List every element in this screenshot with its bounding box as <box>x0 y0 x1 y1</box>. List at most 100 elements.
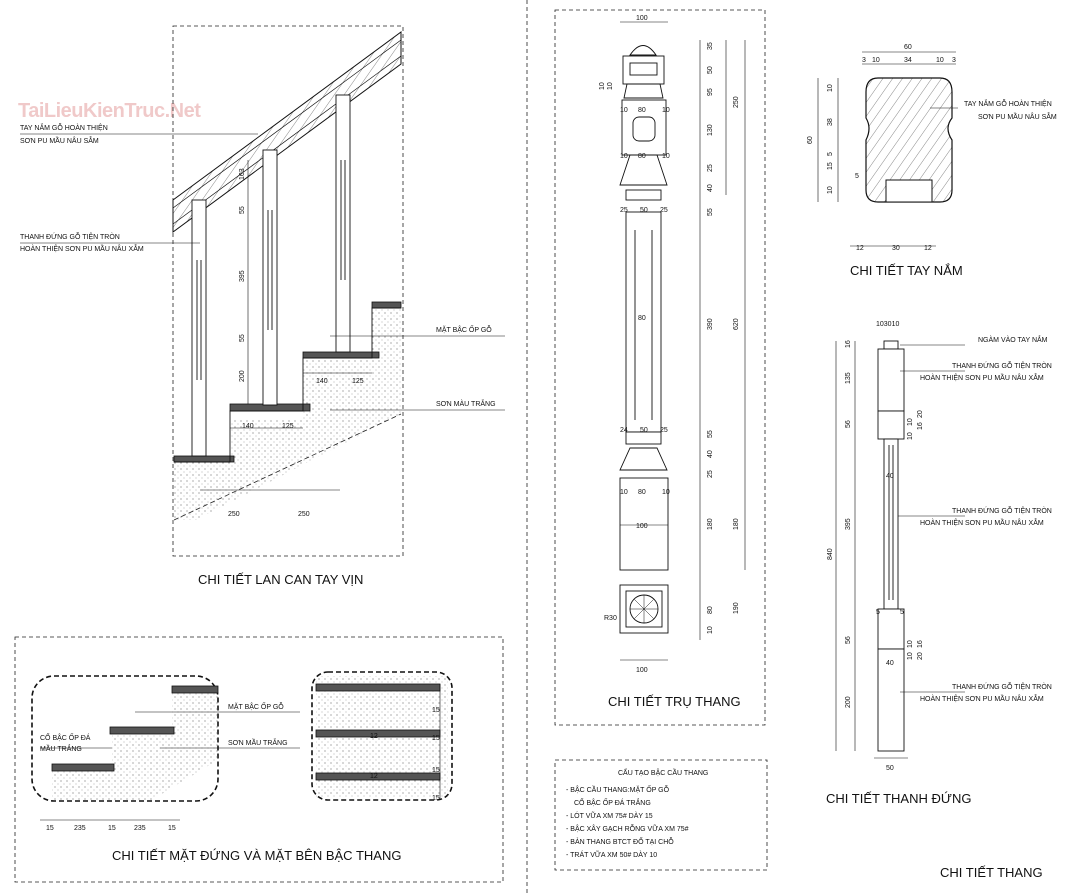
baluster-detail: 103010 16 135 56 395 840 56 200 40 40 10… <box>826 321 1052 806</box>
post-frame <box>554 9 766 726</box>
handrail-title: CHI TIẾT TAY NẮM <box>850 263 963 278</box>
bal-s16b: 16 <box>917 640 924 648</box>
post-d80: 80 <box>707 606 714 614</box>
post-d35: 35 <box>707 42 714 50</box>
stair-item-1: CỔ BẬC ỐP ĐÁ TRẮNG <box>574 797 651 807</box>
watermark-logo: TaiLieuKienTruc.Net <box>18 100 201 122</box>
bal-s10d: 10 <box>907 652 914 660</box>
step-dim-c: 15 <box>108 825 116 832</box>
stair-body <box>174 302 401 520</box>
railing-frame <box>172 25 404 557</box>
post-w10b: 10 <box>662 107 670 114</box>
hr-b12b: 12 <box>924 245 932 252</box>
hr-t10a: 10 <box>872 57 880 64</box>
hr-t3a: 3 <box>862 57 866 64</box>
step-note-tread: MẶT BẬC ỐP GỖ <box>228 701 284 711</box>
post-w50a: 50 <box>640 207 648 214</box>
post-l10b: 10 <box>607 82 614 90</box>
step-dim-a: 15 <box>46 825 54 832</box>
stair-item-2: - LÓT VỮA XM 75# DÀY 15 <box>566 811 653 820</box>
post-w10e: 10 <box>620 489 628 496</box>
rail-note-tread: MẶT BẬC ỐP GỖ <box>436 324 492 334</box>
post-d620: 620 <box>733 318 740 330</box>
post-d10: 10 <box>707 626 714 634</box>
rail-dim-55a: 55 <box>239 206 246 214</box>
bal-note-c2: HOÀN THIỆN SƠN PU MẦU NÂU XẪM <box>920 693 1044 703</box>
post-w80b: 80 <box>638 153 646 160</box>
handrail-detail: 60 3 10 34 10 3 10 38 60 5 15 10 5 12 30… <box>807 44 1057 278</box>
rail-note-handrail-2: SƠN PU MẦU NÂU SẪM <box>20 135 99 145</box>
post-w10c: 10 <box>620 153 628 160</box>
bal-v200: 200 <box>845 696 852 708</box>
post-w10d: 10 <box>662 153 670 160</box>
rail-dim-200: 200 <box>239 370 246 382</box>
bal-note-a1: THANH ĐỨNG GỖ TIỆN TRÒN <box>952 361 1052 370</box>
post-d130: 130 <box>707 124 714 136</box>
rail-dim-140b: 140 <box>242 423 254 430</box>
step-dim-r4: 15 <box>432 795 440 802</box>
post-w80c: 80 <box>638 315 646 322</box>
step-dim-r1: 15 <box>432 707 440 714</box>
handrail-section <box>865 77 953 203</box>
step-body <box>52 692 218 801</box>
post-d95: 95 <box>707 88 714 96</box>
stair-box-title: CẤU TẠO BẬC CẦU THANG <box>618 767 708 777</box>
bal-s20b: 20 <box>917 652 924 660</box>
post-w100-top: 100 <box>636 15 648 22</box>
rail-note-baluster-2: HOÀN THIỆN SƠN PU MẦU NÂU XẪM <box>20 243 144 253</box>
step-dim-d: 235 <box>134 825 146 832</box>
step-detail: 15 235 15 235 15 15 15 15 15 12 12 CỔ BẬ… <box>31 671 453 863</box>
bal-top: 103010 <box>876 321 899 328</box>
bal-s10b: 10 <box>907 432 914 440</box>
post-w100-mid: 100 <box>636 523 648 530</box>
stair-item-0: - BẬC CẦU THANG:MẶT ỐP GỖ <box>566 784 670 794</box>
bal-s5b: 5 <box>900 609 904 616</box>
bal-v56a: 56 <box>845 420 852 428</box>
rail-note-baluster-1: THANH ĐỨNG GỖ TIỆN TRÒN <box>20 232 120 241</box>
post-w25b: 25 <box>660 207 668 214</box>
post-w80a: 80 <box>638 107 646 114</box>
hr-v15: 15 <box>827 162 834 170</box>
post-title: CHI TIẾT TRỤ THANG <box>608 694 741 709</box>
bal-v16a: 16 <box>845 340 852 348</box>
stair-construction: CẤU TẠO BẬC CẦU THANG - BẬC CẦU THANG:MẶ… <box>554 759 1043 880</box>
hr-v5b: 5 <box>855 173 859 180</box>
bal-note-top: NGÀM VÀO TAY NẮM <box>978 335 1048 344</box>
bal-note-b1: THANH ĐỨNG GỖ TIỆN TRÒN <box>952 506 1052 515</box>
rail-note-handrail-1: TAY NẮM GỖ HOÀN THIỆN <box>20 123 108 132</box>
stair-item-5: - TRÁT VỮA XM 50# DÀY 10 <box>566 850 657 859</box>
hr-t3b: 3 <box>952 57 956 64</box>
step-dim-b: 235 <box>74 825 86 832</box>
step-dim-m1: 12 <box>370 733 378 740</box>
post-d55a: 55 <box>707 208 714 216</box>
railing-detail: 163 55 395 55 200 140 125 140 125 250 25… <box>20 25 505 587</box>
hr-v10a: 10 <box>827 84 834 92</box>
bal-v135: 135 <box>845 372 852 384</box>
post-l10a: 10 <box>599 82 606 90</box>
stair-item-4: - BẢN THANG BTCT ĐỔ TẠI CHỖ <box>566 837 674 846</box>
post-d40b: 40 <box>707 450 714 458</box>
bal-note-c1: THANH ĐỨNG GỖ TIỆN TRÒN <box>952 682 1052 691</box>
post-w80d: 80 <box>638 489 646 496</box>
rail-dim-395: 395 <box>239 270 246 282</box>
bal-s5a: 5 <box>876 609 880 616</box>
hr-v5a: 5 <box>827 152 834 156</box>
bal-s10c: 10 <box>907 640 914 648</box>
stair-spec-box <box>554 759 768 871</box>
baluster-title: CHI TIẾT THANH ĐỨNG <box>826 791 971 806</box>
hr-v60: 60 <box>807 136 814 144</box>
hr-w60: 60 <box>904 44 912 51</box>
post-w25c: 25 <box>660 427 668 434</box>
stair-item-3: - BẬC XÂY GẠCH RỖNG VỮA XM 75# <box>566 824 689 833</box>
hr-b12a: 12 <box>856 245 864 252</box>
bal-s10a: 10 <box>907 418 914 426</box>
post-w100-bot: 100 <box>636 667 648 674</box>
post-detail: 100 35 50 95 130 25 40 55 250 390 620 55… <box>554 9 766 726</box>
post-w25a: 25 <box>620 207 628 214</box>
post-d55b: 55 <box>707 430 714 438</box>
hr-note-1: TAY NẮM GỖ HOÀN THIỆN <box>964 99 1052 108</box>
step-dim-r2: 15 <box>432 735 440 742</box>
step-note-riser-2: MẦU TRẮNG <box>40 743 82 753</box>
post-w50b: 50 <box>640 427 648 434</box>
bal-w50: 50 <box>886 765 894 772</box>
